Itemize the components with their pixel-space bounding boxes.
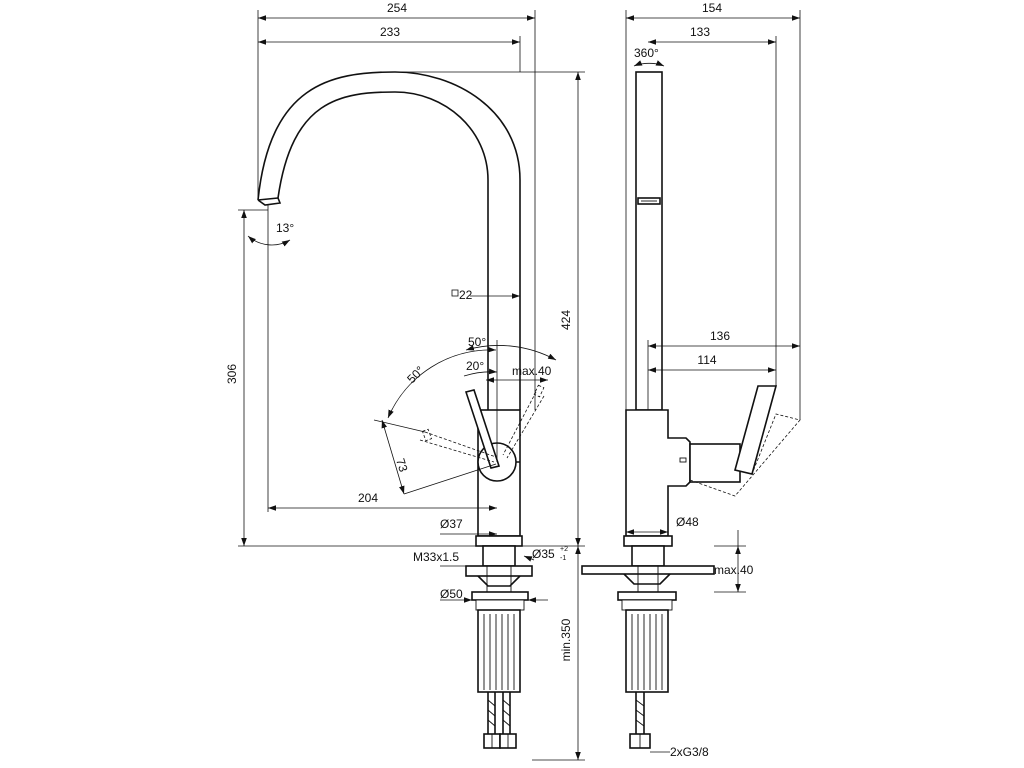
label-dia37: Ø37 — [440, 517, 463, 531]
label-20-deg: 20° — [466, 359, 484, 373]
front-view: 254 233 13° 22 424 306 50° 50° 20° max.4… — [225, 1, 585, 761]
side-spout — [635, 71, 663, 411]
side-view: 154 133 360° 136 114 Ø48 max.40 2xG3/8 — [581, 1, 801, 759]
faucet-body — [419, 384, 545, 537]
label-136: 136 — [710, 329, 730, 343]
label-360-deg: 360° — [634, 46, 659, 60]
label-424: 424 — [559, 310, 573, 330]
label-max40-front: max.40 — [512, 364, 552, 378]
label-114: 114 — [697, 353, 716, 367]
label-133: 133 — [690, 25, 710, 39]
label-min350: min.350 — [559, 618, 573, 661]
label-max40-side: max.40 — [714, 563, 754, 577]
label-m33: M33x1.5 — [413, 550, 459, 564]
side-shank — [625, 609, 669, 749]
extension-lines — [238, 10, 585, 761]
label-dia35-tol-plus: +2 — [560, 546, 568, 553]
side-dimension-labels: 154 133 360° 136 114 Ø48 max.40 2xG3/8 — [634, 1, 754, 759]
label-233: 233 — [380, 25, 400, 39]
label-204: 204 — [358, 491, 378, 505]
dimension-lines — [241, 15, 581, 760]
label-dia48: Ø48 — [676, 515, 699, 529]
threaded-shank — [477, 609, 521, 749]
label-dia50: Ø50 — [440, 587, 463, 601]
label-50-deg-left: 50° — [404, 363, 427, 386]
label-73: 73 — [393, 457, 411, 474]
label-50-deg-upper: 50° — [468, 335, 486, 349]
label-dia35: Ø35 — [532, 547, 555, 561]
side-extension-lines — [625, 10, 801, 593]
label-254: 254 — [387, 1, 407, 15]
label-13-deg: 13° — [276, 221, 294, 235]
side-base — [581, 535, 715, 611]
label-22: 22 — [459, 288, 473, 302]
label-154: 154 — [702, 1, 722, 15]
side-dimension-lines — [626, 15, 800, 753]
label-dia35-tol-minus: -1 — [560, 555, 566, 562]
base-plate — [465, 535, 533, 611]
label-2xg38: 2xG3/8 — [670, 745, 709, 759]
dimension-labels: 254 233 13° 22 424 306 50° 50° 20° max.4… — [225, 1, 573, 661]
side-body — [625, 385, 801, 537]
label-306: 306 — [225, 364, 239, 384]
